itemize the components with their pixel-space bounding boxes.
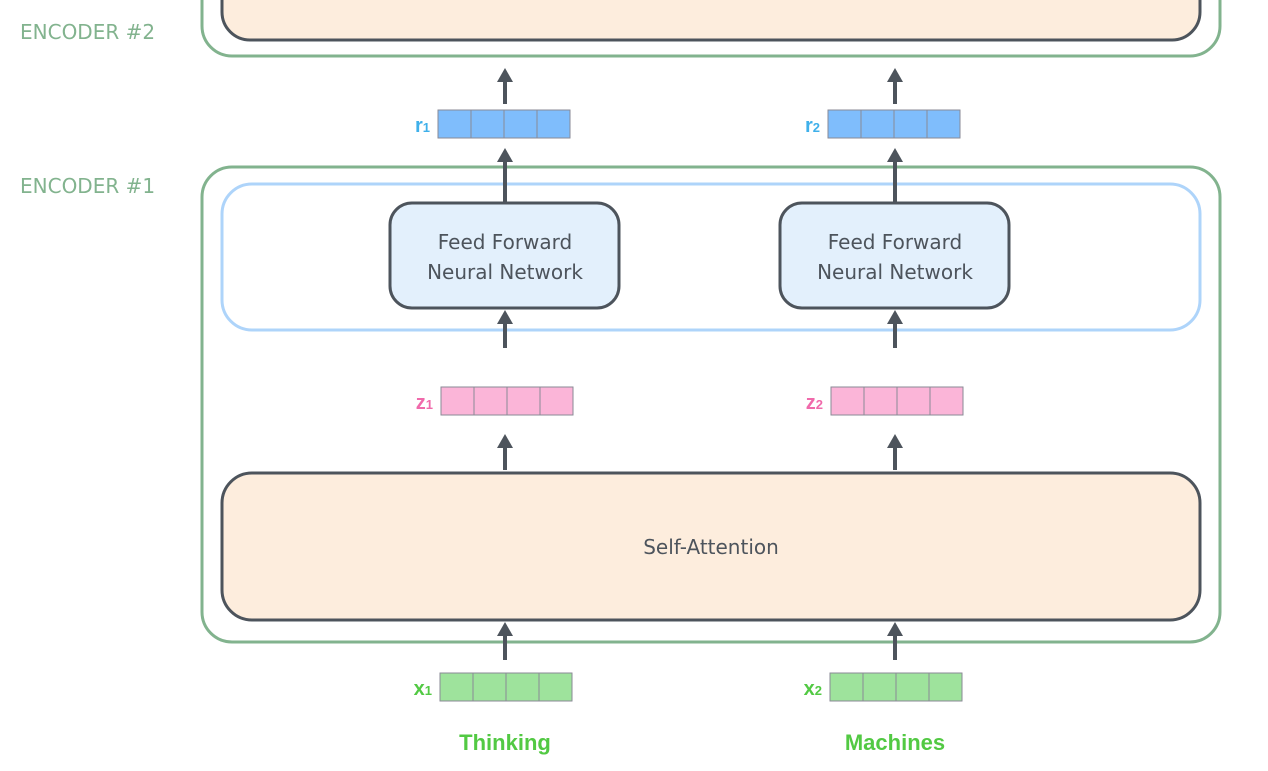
x-vector: x1 bbox=[414, 672, 573, 702]
ffnn-label-line2: Neural Network bbox=[817, 260, 973, 284]
encoder-2-outline bbox=[200, 0, 1222, 58]
arrow-icon bbox=[497, 622, 513, 660]
vector-cell bbox=[827, 109, 862, 139]
x-vector-label: x1 bbox=[414, 678, 432, 700]
arrow-head-icon bbox=[497, 68, 513, 82]
vector-cell bbox=[830, 386, 865, 416]
z-vector-subscript: 1 bbox=[426, 397, 433, 412]
vector-cell bbox=[862, 672, 897, 702]
z-vector-label: z2 bbox=[806, 392, 823, 414]
vector-cell bbox=[505, 672, 540, 702]
arrow-head-icon bbox=[887, 434, 903, 448]
ffnn-box bbox=[778, 201, 1011, 310]
arrow-head-icon bbox=[887, 68, 903, 82]
arrow-head-icon bbox=[497, 434, 513, 448]
vector-cell bbox=[895, 672, 930, 702]
arrow-head-icon bbox=[887, 622, 903, 636]
vector-cell bbox=[860, 109, 895, 139]
vector-cell bbox=[829, 672, 864, 702]
encoder-1-label: ENCODER #1 bbox=[20, 174, 155, 198]
encoder-2-block bbox=[220, 0, 1202, 42]
vector-cell bbox=[473, 386, 508, 416]
vector-cell bbox=[929, 386, 964, 416]
z-vector-subscript: 2 bbox=[816, 397, 823, 412]
r-vector-subscript: 1 bbox=[423, 120, 430, 135]
vector-cell bbox=[539, 386, 574, 416]
r-vector: r1 bbox=[415, 109, 571, 139]
arrow-icon bbox=[887, 148, 903, 203]
r-vector-letter: r bbox=[415, 115, 423, 137]
vector-cell bbox=[506, 386, 541, 416]
input-word: Thinking bbox=[459, 730, 551, 755]
vector-cell bbox=[896, 386, 931, 416]
ffnn-label-line2: Neural Network bbox=[427, 260, 583, 284]
arrow-head-icon bbox=[497, 622, 513, 636]
x-vector-letter: x bbox=[414, 678, 425, 700]
arrow-icon bbox=[497, 68, 513, 104]
x-vector-label: x2 bbox=[804, 678, 822, 700]
self-attention-block bbox=[220, 471, 1202, 622]
r-vector-label: r1 bbox=[415, 115, 430, 137]
arrow-head-icon bbox=[887, 148, 903, 162]
arrow-icon bbox=[887, 68, 903, 104]
vector-cell bbox=[472, 672, 507, 702]
x-vector-letter: x bbox=[804, 678, 815, 700]
arrow-head-icon bbox=[887, 310, 903, 324]
r-vector-subscript: 2 bbox=[813, 120, 820, 135]
x-vector-subscript: 2 bbox=[815, 683, 822, 698]
vector-cell bbox=[926, 109, 961, 139]
vector-cell bbox=[863, 386, 898, 416]
vector-cell bbox=[503, 109, 538, 139]
arrow-icon bbox=[497, 434, 513, 470]
ffnn-box bbox=[388, 201, 621, 310]
r-vector-letter: r bbox=[805, 115, 813, 137]
vector-cell bbox=[439, 672, 474, 702]
vector-cell bbox=[536, 109, 571, 139]
vector-cell bbox=[893, 109, 928, 139]
arrow-icon bbox=[497, 310, 513, 348]
encoder-2-label: ENCODER #2 bbox=[20, 20, 155, 44]
vector-cell bbox=[440, 386, 475, 416]
ffnn-group bbox=[220, 182, 1202, 332]
x-vector-subscript: 1 bbox=[425, 683, 432, 698]
z-vector: z2 bbox=[806, 386, 964, 416]
arrow-icon bbox=[887, 434, 903, 470]
z-vector-letter: z bbox=[806, 392, 816, 414]
arrow-icon bbox=[887, 622, 903, 660]
vector-cell bbox=[437, 109, 472, 139]
encoder-1-outline bbox=[200, 165, 1222, 644]
vector-cell bbox=[928, 672, 963, 702]
z-vector: z1 bbox=[416, 386, 574, 416]
vector-cell bbox=[470, 109, 505, 139]
r-vector-label: r2 bbox=[805, 115, 820, 137]
arrow-icon bbox=[887, 310, 903, 348]
arrow-icon bbox=[497, 148, 513, 203]
input-word: Machines bbox=[845, 730, 945, 755]
self-attention-label: Self-Attention bbox=[643, 535, 779, 559]
vector-cell bbox=[538, 672, 573, 702]
x-vector: x2 bbox=[804, 672, 963, 702]
ffnn-label-line1: Feed Forward bbox=[828, 230, 963, 254]
arrow-head-icon bbox=[497, 148, 513, 162]
arrow-head-icon bbox=[497, 310, 513, 324]
z-vector-letter: z bbox=[416, 392, 426, 414]
z-vector-label: z1 bbox=[416, 392, 433, 414]
r-vector: r2 bbox=[805, 109, 961, 139]
ffnn-label-line1: Feed Forward bbox=[438, 230, 573, 254]
